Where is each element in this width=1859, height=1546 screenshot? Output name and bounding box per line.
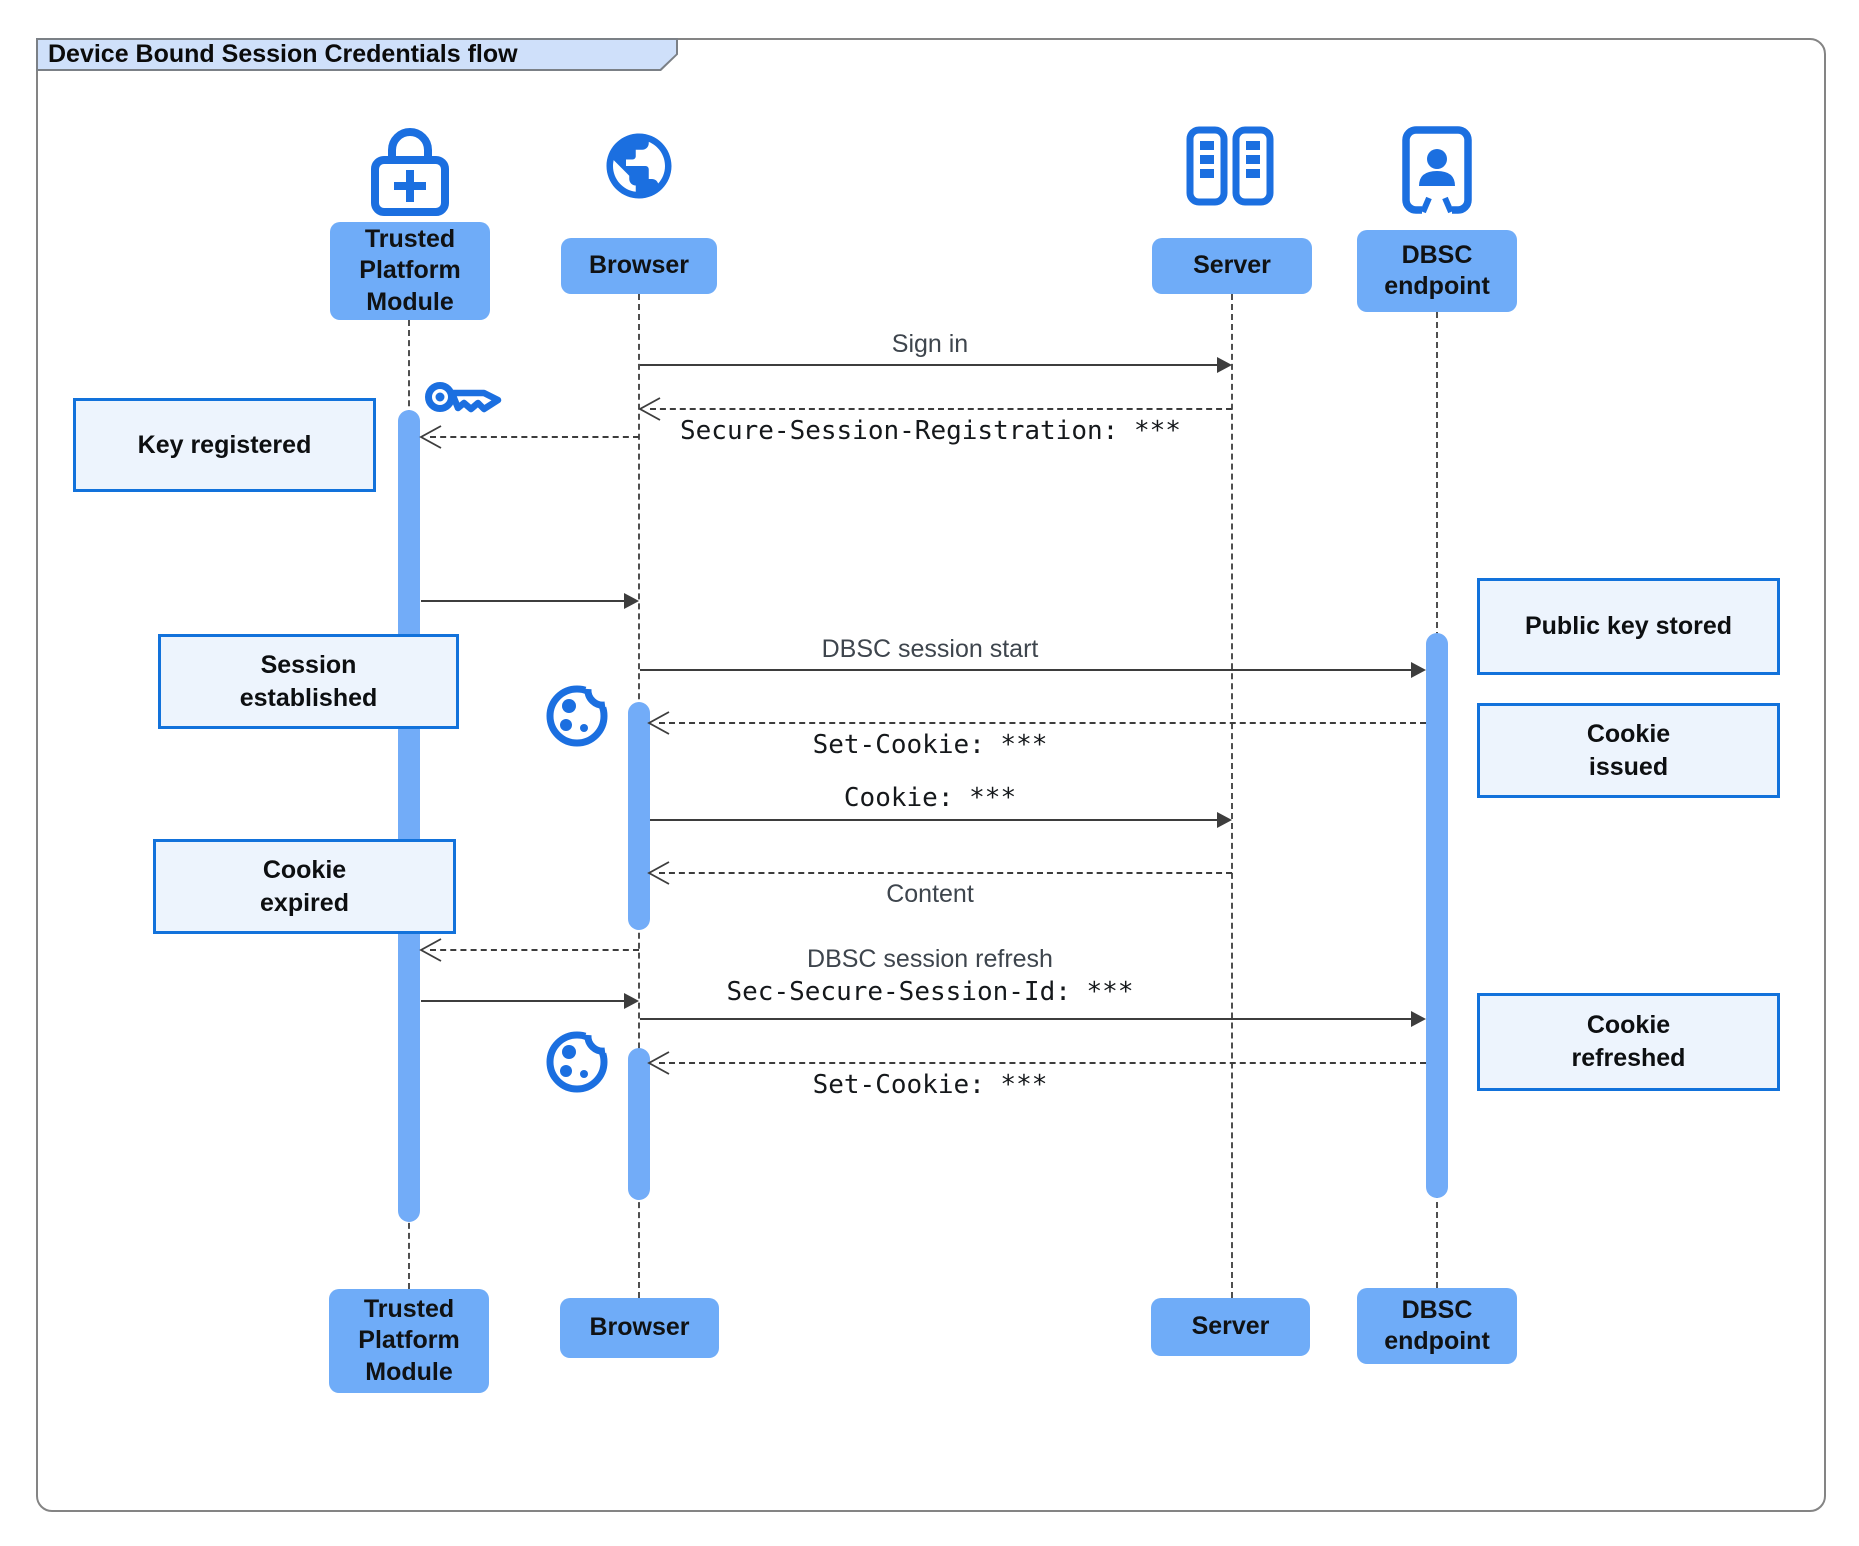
- message-arrow-register-key: [430, 436, 639, 438]
- open-arrowhead-icon: [647, 861, 670, 885]
- key-icon: [425, 382, 502, 413]
- actor-label-browser-bottom: Browser: [560, 1298, 719, 1358]
- diagram-title: Device Bound Session Credentials flow: [48, 40, 518, 68]
- actor-label-dbsc-top: DBSC endpoint: [1357, 230, 1517, 312]
- open-arrowhead-icon: [647, 711, 670, 735]
- note-session-established: Session established: [158, 634, 459, 729]
- note-key-registered: Key registered: [73, 398, 376, 492]
- message-arrow-registration: [650, 408, 1232, 410]
- open-arrowhead-icon: [419, 938, 442, 962]
- actor-label-tpm-top: Trusted Platform Module: [330, 222, 490, 320]
- message-arrow-key-ready-2: [421, 1000, 624, 1002]
- arrowhead-icon: [624, 993, 639, 1009]
- message-label-dbsc-refresh: DBSC session refresh: [807, 945, 1053, 973]
- actor-label-dbsc-bottom: DBSC endpoint: [1357, 1288, 1517, 1364]
- activation-bar-dbsc: [1426, 633, 1448, 1198]
- message-label-cookie: Cookie: ***: [843, 783, 1017, 813]
- note-cookie-refreshed: Cookie refreshed: [1477, 993, 1780, 1091]
- message-arrow-content: [659, 872, 1232, 874]
- message-label-content: Content: [886, 880, 974, 908]
- message-arrow-dbsc-start: [640, 669, 1411, 671]
- activation-bar-browser-2: [628, 1048, 650, 1200]
- message-arrow-set-cookie-2: [659, 1062, 1426, 1064]
- cookie-icon: [546, 1028, 612, 1093]
- arrowhead-icon: [1217, 812, 1232, 828]
- open-arrowhead-icon: [638, 397, 661, 421]
- cookie-icon: [546, 682, 612, 747]
- note-cookie-issued: Cookie issued: [1477, 703, 1780, 798]
- diagram-frame: [36, 38, 1826, 1512]
- arrowhead-icon: [1411, 662, 1426, 678]
- arrowhead-icon: [1411, 1011, 1426, 1027]
- message-label-session-id: Sec-Secure-Session-Id: ***: [726, 977, 1134, 1007]
- lock-plus-icon: [371, 128, 449, 216]
- message-arrow-cookie: [650, 819, 1217, 821]
- message-arrow-key-ready: [421, 600, 624, 602]
- message-label-set-cookie-1: Set-Cookie: ***: [812, 730, 1048, 760]
- globe-icon: [606, 133, 672, 199]
- open-arrowhead-icon: [419, 425, 442, 449]
- message-label-sign-in: Sign in: [891, 330, 969, 358]
- actor-label-server-bottom: Server: [1151, 1298, 1310, 1356]
- actor-label-browser-top: Browser: [561, 238, 717, 294]
- lifeline-server: [1231, 294, 1233, 1298]
- message-arrow-sign-in: [640, 364, 1217, 366]
- open-arrowhead-icon: [647, 1051, 670, 1075]
- actor-label-server-top: Server: [1152, 238, 1312, 294]
- activation-bar-tpm: [398, 410, 420, 1222]
- server-rack-icon: [1186, 126, 1274, 206]
- door-person-icon: [1402, 126, 1472, 214]
- actor-label-tpm-bottom: Trusted Platform Module: [329, 1289, 489, 1393]
- message-arrow-refresh-key: [430, 949, 639, 951]
- message-label-set-cookie-2: Set-Cookie: ***: [812, 1070, 1048, 1100]
- diagram-title-tab: Device Bound Session Credentials flow: [36, 38, 678, 71]
- activation-bar-browser-1: [628, 702, 650, 930]
- message-arrow-set-cookie-1: [659, 722, 1426, 724]
- message-label-registration: Secure-Session-Registration: ***: [680, 416, 1181, 446]
- arrowhead-icon: [624, 593, 639, 609]
- arrowhead-icon: [1217, 357, 1232, 373]
- note-cookie-expired: Cookie expired: [153, 839, 456, 934]
- note-public-key-stored: Public key stored: [1477, 578, 1780, 675]
- message-label-dbsc-start: DBSC session start: [821, 635, 1039, 663]
- message-arrow-dbsc-refresh: [640, 1018, 1411, 1020]
